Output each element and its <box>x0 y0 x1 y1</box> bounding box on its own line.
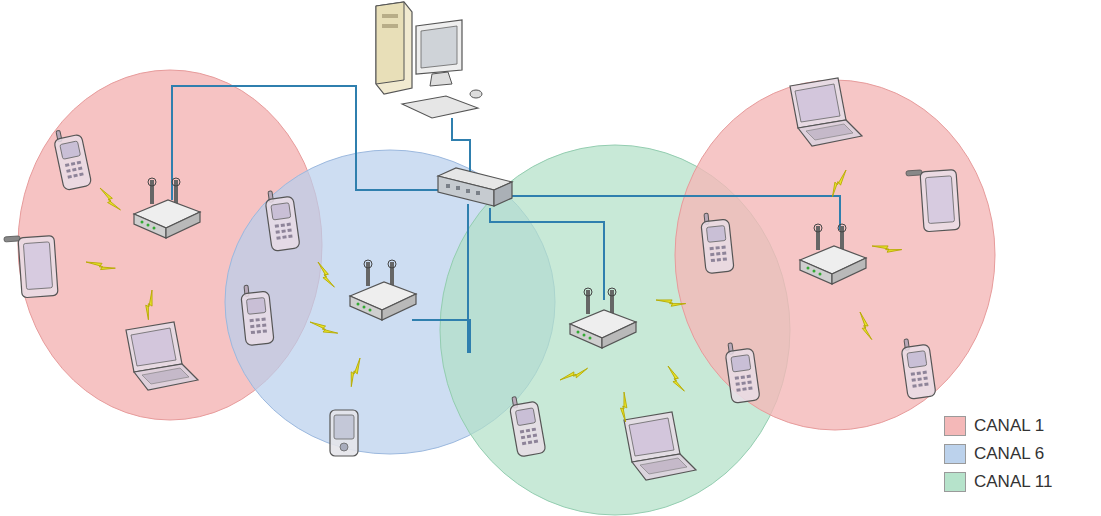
legend-entry: CANAL 6 <box>944 442 1052 466</box>
legend-entry: CANAL 11 <box>944 470 1052 494</box>
legend-text: CANAL 11 <box>974 472 1052 492</box>
legend-text: CANAL 1 <box>974 416 1044 436</box>
legend-swatch <box>944 416 966 436</box>
legend-swatch <box>944 444 966 464</box>
legend-swatch <box>944 472 966 492</box>
legend-entry: CANAL 1 <box>944 414 1052 438</box>
legend-text: CANAL 6 <box>974 444 1044 464</box>
legend: CANAL 1 CANAL 6 CANAL 11 <box>944 414 1052 498</box>
